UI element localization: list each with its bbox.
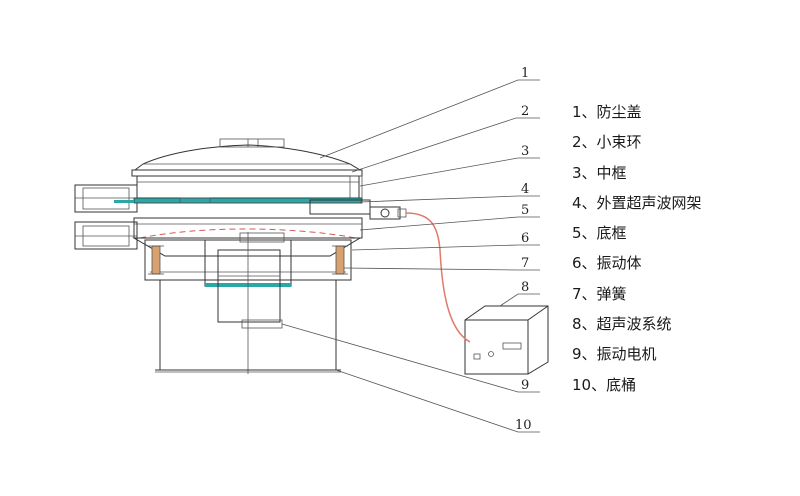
legend-item-bottom-barrel: 10、底桶	[572, 375, 637, 394]
bottom-barrel	[155, 280, 341, 373]
ultrasonic-cable	[405, 212, 471, 343]
dust-cover	[133, 138, 362, 171]
parts-legend: 1、防尘盖 2、小束环 3、中框 4、外置超声波网架 5、底框 6、振动体 7、…	[572, 97, 792, 400]
callout-5: 5	[521, 203, 529, 218]
callout-1: 1	[521, 66, 529, 81]
callout-2: 2	[521, 104, 529, 119]
callout-8: 8	[521, 280, 529, 295]
legend-item-middle-frame: 3、中框	[572, 163, 627, 182]
clamp-ring	[131, 169, 363, 177]
middle-frame	[74, 175, 363, 213]
callout-3: 3	[521, 144, 529, 159]
legend-item-bottom-frame: 5、底框	[572, 224, 627, 243]
callout-9: 9	[521, 378, 529, 393]
callout-10: 10	[515, 418, 532, 433]
callout-7: 7	[521, 256, 529, 271]
legend-item-clamp-ring: 2、小束环	[572, 133, 642, 152]
legend-item-ultrasonic-system: 8、超声波系统	[572, 315, 672, 334]
ultrasonic-generator-box	[464, 305, 549, 375]
vibration-motor	[217, 232, 283, 374]
legend-item-dust-cover: 1、防尘盖	[572, 103, 642, 121]
ultrasonic-screen-frame	[114, 197, 407, 220]
legend-item-ultrasonic-frame: 4、外置超声波网架	[572, 193, 702, 212]
callout-4: 4	[521, 182, 529, 197]
legend-item-spring: 7、弹簧	[572, 284, 627, 303]
legend-item-vibration-motor: 9、振动电机	[572, 345, 657, 364]
legend-item-vibrating-body: 6、振动体	[572, 254, 642, 273]
callout-6: 6	[521, 231, 529, 246]
leader-lines	[281, 79, 540, 433]
springs	[148, 245, 348, 275]
